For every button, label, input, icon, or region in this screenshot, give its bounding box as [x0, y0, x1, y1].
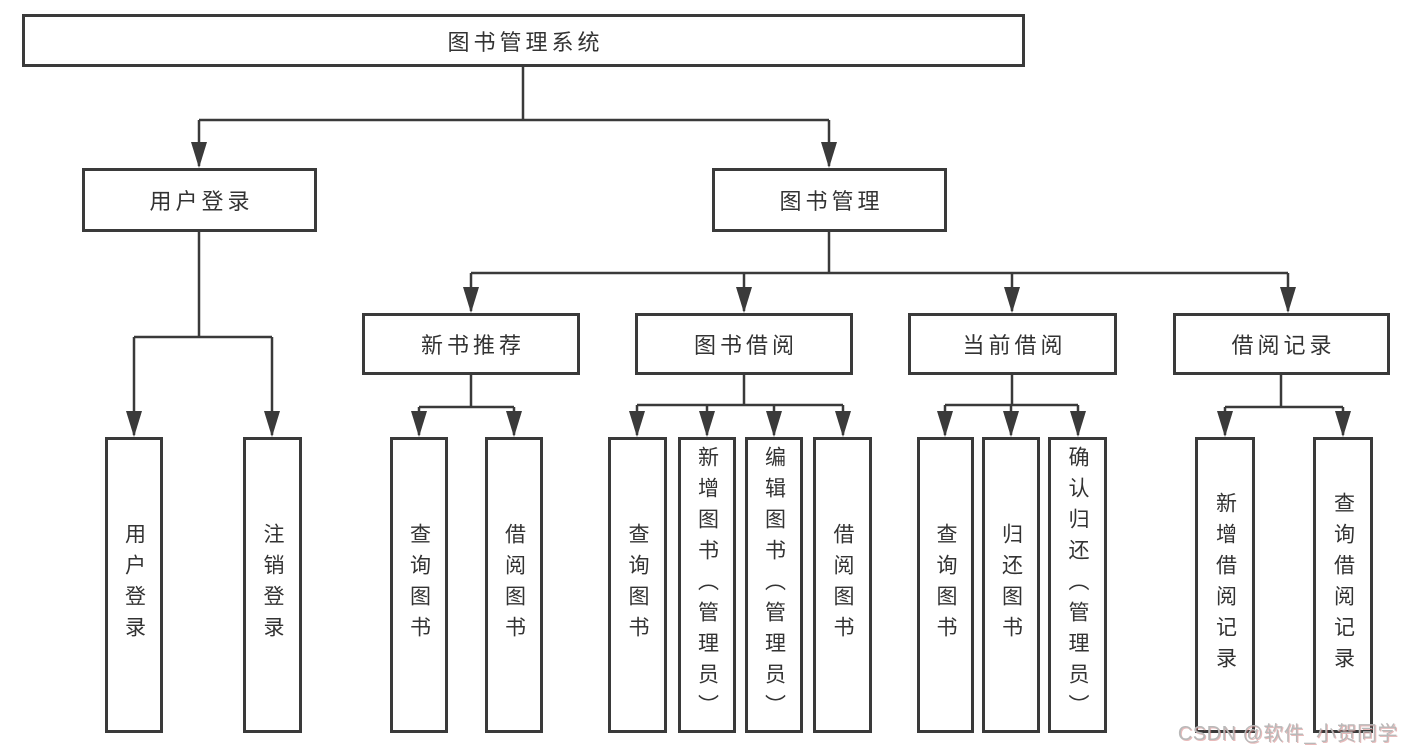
node-label: 用户登录 [149, 189, 254, 214]
arrowhead-icon [937, 411, 953, 437]
arrowhead-icon [1003, 411, 1019, 437]
arrowhead-icon [463, 287, 479, 313]
node-new-book-recommend: 新书推荐 [362, 313, 580, 375]
arrowhead-icon [1070, 411, 1086, 437]
connector-paths [132, 67, 1345, 435]
leaf-label: 确认归还（管理员） [1066, 445, 1089, 725]
leaf-borrow-edit-books-admin: 编辑图书（管理员） [745, 437, 803, 733]
connector-root-to-level2 [197, 67, 831, 166]
leaf-label: 查询图书 [626, 523, 649, 647]
leaf-current-return-books: 归还图书 [982, 437, 1040, 733]
connector-newbook-to-leaves [417, 375, 516, 435]
arrowhead-icon [1335, 411, 1351, 437]
arrowhead-icon [506, 411, 522, 437]
leaf-newbook-query-books: 查询图书 [390, 437, 448, 733]
arrowhead-icon [699, 411, 715, 437]
node-book-management: 图书管理 [712, 168, 947, 232]
arrowhead-icon [411, 411, 427, 437]
arrowhead-icon [736, 287, 752, 313]
leaf-label: 借阅图书 [502, 523, 526, 647]
leaf-current-confirm-return-admin: 确认归还（管理员） [1048, 437, 1107, 733]
connector-record-to-leaves [1223, 375, 1345, 435]
leaf-label: 归还图书 [999, 523, 1023, 647]
connector-login-to-leaves [132, 232, 274, 435]
node-borrow-records: 借阅记录 [1173, 313, 1390, 375]
leaf-label: 新增图书（管理员） [695, 445, 719, 725]
node-library-system: 图书管理系统 [22, 14, 1025, 67]
csdn-watermark: CSDN @软件_小贺同学 [1177, 723, 1398, 745]
arrowhead-icon [1217, 411, 1233, 437]
leaf-record-add-record: 新增借阅记录 [1195, 437, 1255, 733]
node-label: 图书管理系统 [447, 29, 604, 55]
leaf-borrow-add-books-admin: 新增图书（管理员） [678, 437, 736, 733]
leaf-label: 新增借阅记录 [1213, 492, 1237, 678]
leaf-label: 用户登录 [122, 523, 146, 647]
node-label: 借阅记录 [1231, 333, 1336, 358]
leaf-label: 注销登录 [261, 523, 284, 647]
node-label: 当前借阅 [962, 333, 1067, 358]
arrowhead-icon [835, 411, 851, 437]
arrowhead-icon [1280, 287, 1296, 313]
leaf-label: 编辑图书（管理员） [762, 445, 786, 725]
leaf-logout: 注销登录 [243, 437, 302, 733]
arrowhead-icon [821, 142, 837, 168]
node-label: 图书借阅 [693, 333, 798, 358]
leaf-record-query-record: 查询借阅记录 [1313, 437, 1373, 733]
node-label: 图书管理 [779, 189, 884, 214]
leaf-newbook-borrow-books: 借阅图书 [485, 437, 543, 733]
arrowhead-icon [766, 411, 782, 437]
leaf-label: 查询图书 [934, 523, 957, 647]
leaf-borrow-borrow-books: 借阅图书 [813, 437, 872, 733]
leaf-borrow-query-books: 查询图书 [608, 437, 667, 733]
leaf-label: 查询图书 [407, 523, 431, 647]
node-current-borrowing: 当前借阅 [908, 313, 1117, 375]
leaf-current-query-books: 查询图书 [917, 437, 974, 733]
connector-borrow-to-leaves [635, 375, 845, 435]
arrowhead-icon [1004, 287, 1020, 313]
connector-mgmt-to-level3 [469, 232, 1290, 311]
arrowhead-icon [264, 411, 280, 437]
arrowhead-icon [191, 142, 207, 168]
arrowhead-icon [629, 411, 645, 437]
leaf-label: 借阅图书 [831, 523, 854, 647]
arrowheads [126, 142, 1351, 437]
leaf-label: 查询借阅记录 [1331, 492, 1355, 678]
leaf-user-login: 用户登录 [105, 437, 163, 733]
node-book-borrowing: 图书借阅 [635, 313, 853, 375]
node-user-login: 用户登录 [82, 168, 317, 232]
node-label: 新书推荐 [420, 333, 525, 358]
arrowhead-icon [126, 411, 142, 437]
